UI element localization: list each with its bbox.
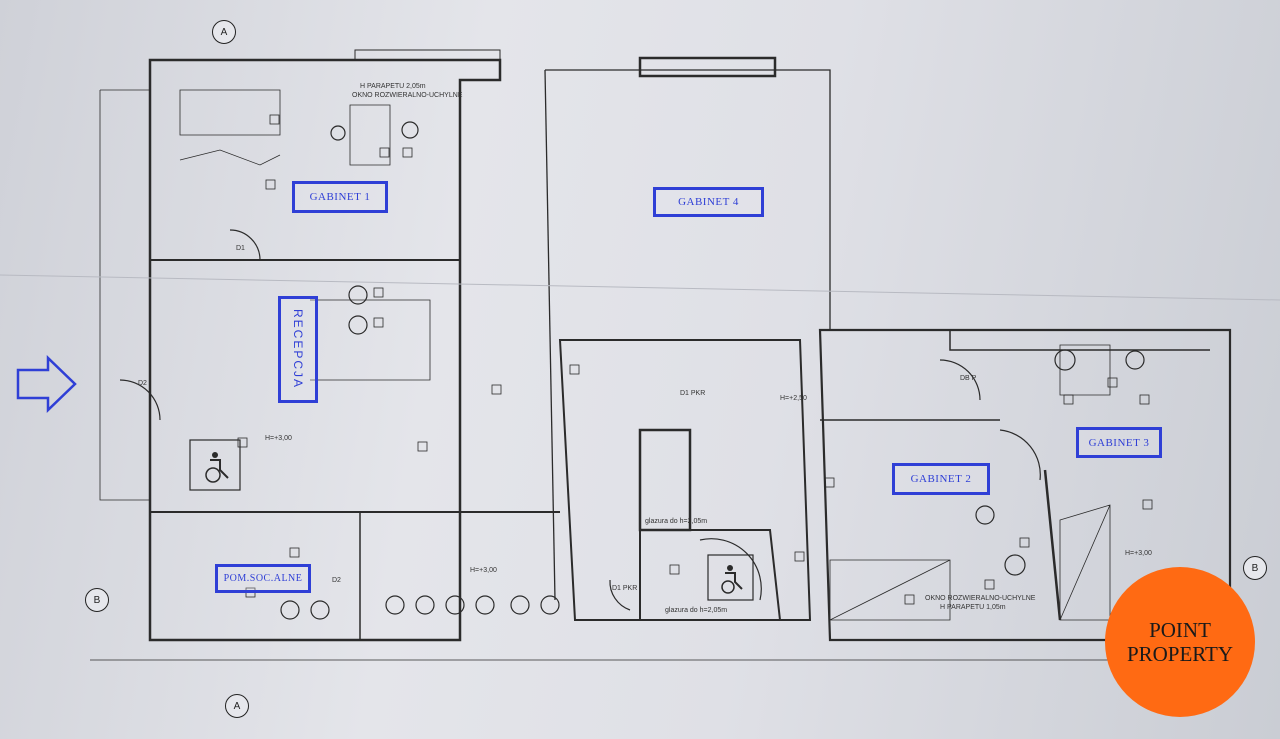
room-label-gabinet-3: GABINET 3 xyxy=(1076,427,1162,458)
reception-desk xyxy=(310,299,431,381)
door-swing-4 xyxy=(939,359,981,401)
door-code-3: D1 PKR xyxy=(680,390,705,397)
axis-marker-b-left: B xyxy=(85,588,109,612)
furniture-3 xyxy=(179,89,281,136)
stool-1 xyxy=(385,595,405,615)
room-label-gabinet-1: GABINET 1 xyxy=(292,181,388,213)
door-swing-3 xyxy=(699,538,762,601)
room-label-recepcja: RECEPCJA xyxy=(278,296,318,403)
wall-wc-1 xyxy=(638,428,692,532)
stool-3 xyxy=(445,595,465,615)
note-height-3: H=+3,00 xyxy=(1125,550,1152,557)
room-label-gabinet-2: GABINET 2 xyxy=(892,463,990,495)
wall-gabinet-divider xyxy=(1043,469,1062,621)
door-swing-6 xyxy=(609,579,631,611)
wheelchair-icon-2 xyxy=(721,565,743,594)
door-code-2: D2 xyxy=(138,380,147,387)
chair-4 xyxy=(1125,350,1145,370)
wheelchair-icon xyxy=(205,452,229,483)
stool-5 xyxy=(510,595,530,615)
table-gabinet3 xyxy=(1059,344,1111,396)
line-exterior-left xyxy=(99,89,150,501)
chair-7 xyxy=(401,121,419,139)
stool-6 xyxy=(540,595,560,615)
wall-gabinet4-left xyxy=(544,69,556,601)
stool-8 xyxy=(310,600,330,620)
axis-marker-b-right: B xyxy=(1243,556,1267,580)
note-window-1: H PARAPETU 2,05m xyxy=(360,83,426,90)
stool-2 xyxy=(415,595,435,615)
chair-5 xyxy=(1004,554,1026,576)
room-label-gabinet-4: GABINET 4 xyxy=(653,187,764,217)
note-height-1: H=+3,00 xyxy=(470,567,497,574)
recepcja-text: RECEPCJA xyxy=(291,309,305,390)
door-code-6: D2 xyxy=(332,577,341,584)
door-code-4: DB P xyxy=(960,375,977,382)
note-height-4: H=+3,00 xyxy=(265,435,292,442)
accessible-area-1 xyxy=(189,439,241,491)
paper-fold-1 xyxy=(0,274,1280,301)
entrance-arrow-icon xyxy=(16,355,77,413)
stool-4 xyxy=(475,595,495,615)
door-swing-5 xyxy=(999,429,1041,481)
furniture-2 xyxy=(1059,504,1111,621)
door-swing-1 xyxy=(229,229,261,261)
note-window-3: OKNO ROZWIERALNO-UCHYLNE xyxy=(925,595,1036,602)
furniture-4 xyxy=(179,149,281,166)
wall-bathroom-block xyxy=(558,339,812,621)
note-window-4: H PARAPETU 1,05m xyxy=(940,604,1006,611)
window-gabinet1 xyxy=(354,49,501,61)
accessible-area-2 xyxy=(707,554,754,601)
window-gabinet4 xyxy=(638,56,777,78)
note-glazura-2: glazura do h=2,05m xyxy=(665,607,727,614)
room-label-pom-socjalne: POM.SOC.ALNE xyxy=(215,564,311,593)
chair-6 xyxy=(975,505,995,525)
chair-1 xyxy=(348,285,368,305)
chair-3 xyxy=(1054,349,1076,371)
chair-2 xyxy=(348,315,368,335)
wall-outline-left xyxy=(148,58,502,642)
door-code-1: D1 xyxy=(236,245,245,252)
point-property-logo: POINT PROPERTY xyxy=(1105,567,1255,717)
chair-8 xyxy=(330,125,346,141)
door-swing-2 xyxy=(119,379,161,421)
stool-7 xyxy=(280,600,300,620)
logo-line-2: PROPERTY xyxy=(1126,642,1234,666)
note-window-2: OKNO ROZWIERALNO-UCHYLNE xyxy=(352,92,463,99)
wall-gabinet3-top xyxy=(949,330,1210,351)
logo-line-1: POINT xyxy=(1149,618,1211,642)
note-glazura-1: glazura do h=2,05m xyxy=(645,518,707,525)
axis-marker-a-bottom: A xyxy=(225,694,249,718)
furniture-1 xyxy=(829,559,951,621)
door-code-5: D1 PKR xyxy=(612,585,637,592)
axis-marker-a-top: A xyxy=(212,20,236,44)
note-height-2: H=+2,50 xyxy=(780,395,807,402)
wall-wc-2 xyxy=(639,529,782,621)
table-gabinet1 xyxy=(349,104,391,166)
